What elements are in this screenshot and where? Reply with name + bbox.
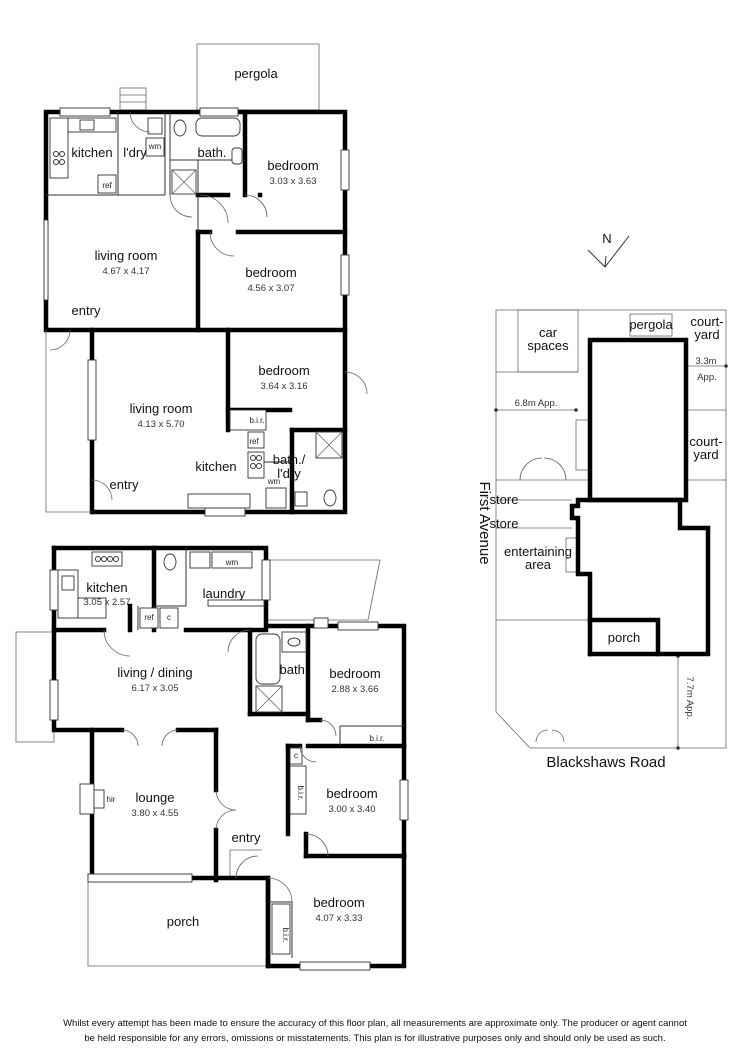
lower-ref-label: ref: [144, 613, 154, 622]
lower-bedroom1-name: bedroom: [329, 666, 380, 681]
site-courtyard1-2: yard: [694, 327, 719, 342]
site-entertaining-2: area: [525, 557, 552, 572]
upper-bedroom2-name: bedroom: [245, 265, 296, 280]
lower-bathtub-icon: [255, 633, 281, 685]
disclaimer-text: Whilst every attempt has been made to en…: [63, 1018, 687, 1044]
site-entertaining-1: entertaining: [504, 544, 572, 559]
upper-living1-dim: 4.67 x 4.17: [102, 266, 149, 277]
lower-living-dining-name: living / dining: [117, 665, 192, 680]
upper-bedroom3-dim: 3.64 x 3.16: [260, 381, 307, 392]
lower-bedroom2-name: bedroom: [326, 786, 377, 801]
upper-bedroom1-name: bedroom: [267, 158, 318, 173]
site-upper-building: [587, 337, 689, 503]
upper-bedroom1-dim: 3.03 x 3.63: [269, 176, 316, 187]
lower-entry-label: entry: [232, 830, 261, 845]
site-setback1-app: App.: [697, 372, 717, 383]
site-porch: porch: [608, 630, 641, 645]
lower-bath-label: bath.: [280, 662, 309, 677]
upper-kitchen-label: kitchen: [71, 145, 112, 160]
upper-bath-label: bath.: [198, 145, 227, 160]
lower-c-label: c: [167, 613, 171, 622]
site-store2: store: [490, 516, 519, 531]
north-label: N: [602, 231, 611, 246]
lower-bir1-label: b.i.r.: [369, 734, 384, 743]
lower-bedroom2-dim: 3.00 x 3.40: [328, 804, 375, 815]
lower-hir-label: hir: [107, 795, 116, 804]
street-blackshaws-road: Blackshaws Road: [546, 754, 665, 771]
lower-lounge-name: lounge: [135, 790, 174, 805]
upper-pergola-label: pergola: [234, 66, 278, 81]
site-car-spaces-1: car: [539, 325, 558, 340]
lower-wm-label: wm: [225, 558, 239, 567]
lower-unit: kitchen 3.05 x 2.57 wm laundry ref c liv…: [15, 545, 409, 971]
lower-living-dining-dim: 6.17 x 3.05: [131, 683, 178, 694]
lower-side-deck: [15, 631, 55, 743]
upper-bir-label: b.i.r.: [249, 416, 264, 425]
upper-bedroom2-dim: 4.56 x 3.07: [247, 283, 294, 294]
upper-kitchen-bench: [49, 117, 69, 179]
upper-ref2-label: ref: [249, 437, 259, 446]
upper-bathtub-icon: [195, 117, 241, 137]
upper-laundry-label: l'dry: [123, 145, 147, 160]
upper-living2-dim: 4.13 x 5.70: [137, 419, 184, 430]
upper-wm-label: wm: [148, 142, 162, 151]
lower-bedroom3-dim: 4.07 x 3.33: [315, 913, 362, 924]
upper-living1-name: living room: [95, 248, 158, 263]
upper-entry2-label: entry: [110, 477, 139, 492]
upper-ref-label: ref: [102, 181, 112, 190]
upper-bath-ldry-label-1: bath./: [273, 452, 306, 467]
site-setback1: 3.3m: [695, 356, 716, 367]
street-first-avenue: First Avenue: [476, 481, 493, 564]
upper-bedroom3-name: bedroom: [258, 363, 309, 378]
lower-outdoor-area: [268, 559, 381, 621]
upper-steps: [119, 87, 147, 111]
upper-bir-box: [229, 409, 267, 431]
site-courtyard2-1: court-: [689, 434, 722, 449]
site-courtyard2-2: yard: [693, 447, 718, 462]
lower-kitchen-name: kitchen: [86, 580, 127, 595]
lower-bir2-label: b.i.r.: [296, 785, 305, 800]
lower-bir3-label: b.i.r.: [281, 927, 290, 942]
upper-bath-ldry-label-2: l'dry: [277, 466, 301, 481]
lower-kitchen-dim: 3.05 x 2.57: [83, 597, 130, 608]
lower-c2-label: c: [294, 751, 298, 760]
upper-wm2-label: wm: [267, 477, 281, 486]
lower-bedroom1-dim: 2.88 x 3.66: [331, 684, 378, 695]
lower-porch-outline: [87, 878, 268, 967]
lower-laundry-label: laundry: [203, 586, 246, 601]
site-store1: store: [490, 492, 519, 507]
upper-living2-name: living room: [130, 401, 193, 416]
site-setback3: 7.7m App.: [684, 677, 695, 720]
site-courtyard1-1: court-: [690, 314, 723, 329]
lower-lounge-dim: 3.80 x 4.55: [131, 808, 178, 819]
upper-toilet-icon: [173, 119, 187, 137]
lower-bedroom3-name: bedroom: [313, 895, 364, 910]
site-plan: N car spaces pergola: [476, 231, 728, 771]
site-pergola-label: pergola: [629, 317, 673, 332]
site-car-spaces-2: spaces: [527, 338, 569, 353]
upper-kitchen2-label: kitchen: [195, 459, 236, 474]
upper-unit: pergola kitchen l'dry wm bath. ref bedro…: [43, 43, 368, 517]
upper-entry1-label: entry: [72, 303, 101, 318]
lower-porch-label: porch: [167, 914, 200, 929]
site-boundary: [495, 309, 727, 749]
site-setback2: 6.8m App.: [515, 398, 558, 409]
